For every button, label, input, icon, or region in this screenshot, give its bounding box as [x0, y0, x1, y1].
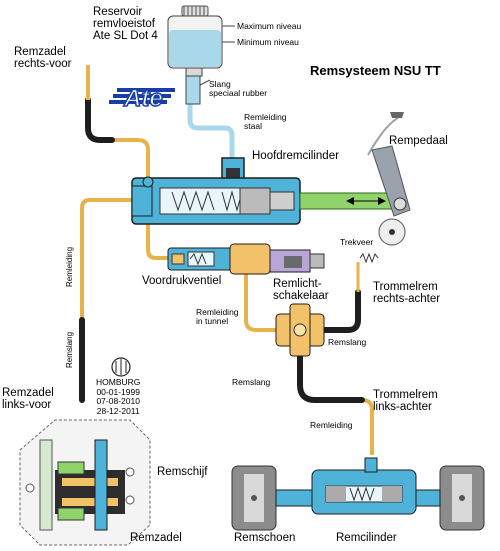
homburg-stamp-icon	[111, 357, 131, 377]
reservoir-label-l2: remvloeistof	[93, 18, 155, 31]
reservoir-label-l1: Reservoir	[93, 6, 143, 18]
line-steel-reservoir	[187, 100, 235, 160]
date-1: 00-01-1999	[96, 386, 140, 397]
hose-label-3: Remslang	[65, 331, 74, 368]
min-level-label: Minimum niveau	[237, 37, 299, 47]
workshop-stamp-text: HOMBURG 00-01-1999 07-08-2010 28-12-2011	[96, 377, 141, 416]
rear-t-junction	[275, 303, 325, 357]
date-3: 28-12-2011	[96, 405, 140, 416]
brake-line-tunnel-label-l2: in tunnel	[196, 315, 229, 326]
fluid-reservoir	[167, 5, 235, 105]
line-to-tunnel	[244, 272, 280, 332]
workshop-name: HOMBURG	[96, 377, 141, 387]
hose-special-label-l2: speciaal rubber	[209, 87, 268, 98]
brake-light-switch-label-l1: Remlicht-	[273, 278, 322, 290]
brake-light-switch-label-l2: schakelaar	[273, 290, 329, 303]
master-cylinder	[131, 157, 301, 225]
drum-right-rear-label-l1: Trommelrem	[373, 281, 438, 293]
brake-light-switch-label: Remlicht- schakelaar	[273, 278, 329, 302]
hose-front-right	[85, 97, 115, 143]
ate-logo: Ate	[109, 84, 175, 113]
ate-logo-text: Ate	[123, 85, 163, 112]
caliper-left-front-label-l1: Remzadel	[2, 387, 54, 399]
proportioning-valve-label: Voordrukventiel	[142, 275, 222, 287]
hose-special-label-l1: Slang	[209, 79, 231, 89]
return-spring-label: Trekveer	[340, 237, 374, 247]
push-rod	[299, 192, 393, 210]
max-level-label: Maximum niveau	[237, 21, 302, 31]
brake-shoes-label: Remschoen	[234, 532, 296, 544]
caliper-label: Remzadel	[130, 532, 182, 544]
brake-line-tunnel-label-l1: Remleiding	[196, 307, 239, 317]
date-2: 07-08-2010	[96, 396, 140, 407]
drum-left-rear-label-l2: links-achter	[373, 401, 432, 414]
master-cylinder-label: Hoofdremcilinder	[252, 150, 339, 162]
brake-line-label-2: Remleiding	[65, 246, 74, 287]
reservoir-label: Reservoir remvloeistof Ate SL Dot 4	[93, 6, 158, 42]
brake-pedal-label: Rempedaal	[389, 135, 448, 147]
caliper-left-front-label: Remzadel links-voor	[2, 387, 54, 411]
diagram-title: Remsysteem NSU TT	[310, 63, 441, 78]
drum-left-rear-label-l1: Trommelrem	[373, 389, 438, 401]
drum-right-rear-label-l2: rechts-achter	[373, 293, 441, 306]
brake-line-steel-label: Remleiding staal	[244, 113, 287, 131]
drum-left-rear-label: Trommelrem links-achter	[373, 389, 438, 413]
return-spring-icon	[359, 252, 379, 264]
proportioning-valve	[167, 247, 233, 271]
line-to-valve	[146, 222, 172, 260]
hose-special-label: Slang speciaal rubber	[209, 80, 267, 98]
brake-line-tunnel-label: Remleiding in tunnel	[196, 308, 239, 326]
hose-label-2: Remslang	[232, 377, 271, 387]
wheel-cylinder-label: Remcilinder	[336, 532, 397, 544]
brake-hoses	[79, 97, 365, 403]
line-front-left	[80, 198, 132, 320]
caliper-right-front-label-l1: Remzadel	[14, 46, 66, 58]
hose-right-rear	[317, 289, 361, 333]
caliper-right-front-label: Remzadel rechts-voor	[14, 46, 72, 70]
brake-line-steel-label-l2: staal	[244, 120, 262, 131]
hose-left-rear	[297, 342, 365, 403]
brake-pedal	[367, 112, 411, 246]
line-to-rear-left	[361, 398, 374, 455]
caliper-left-front-label-l2: links-voor	[2, 399, 52, 412]
front-left-brake-assembly	[19, 419, 151, 546]
brake-light-switch	[229, 243, 325, 275]
reservoir-label-l3: Ate SL Dot 4	[93, 30, 158, 43]
brake-line-label-1: Remleiding	[310, 420, 353, 430]
hose-label-1: Remslang	[328, 337, 367, 347]
brake-disc-label: Remschijf	[157, 466, 208, 478]
caliper-right-front-label-l2: rechts-voor	[14, 58, 72, 71]
rear-drum-brake	[231, 457, 485, 531]
drum-right-rear-label: Trommelrem rechts-achter	[373, 281, 440, 305]
line-front-right	[112, 138, 150, 185]
brake-line-steel-label-l1: Remleiding	[244, 112, 287, 122]
